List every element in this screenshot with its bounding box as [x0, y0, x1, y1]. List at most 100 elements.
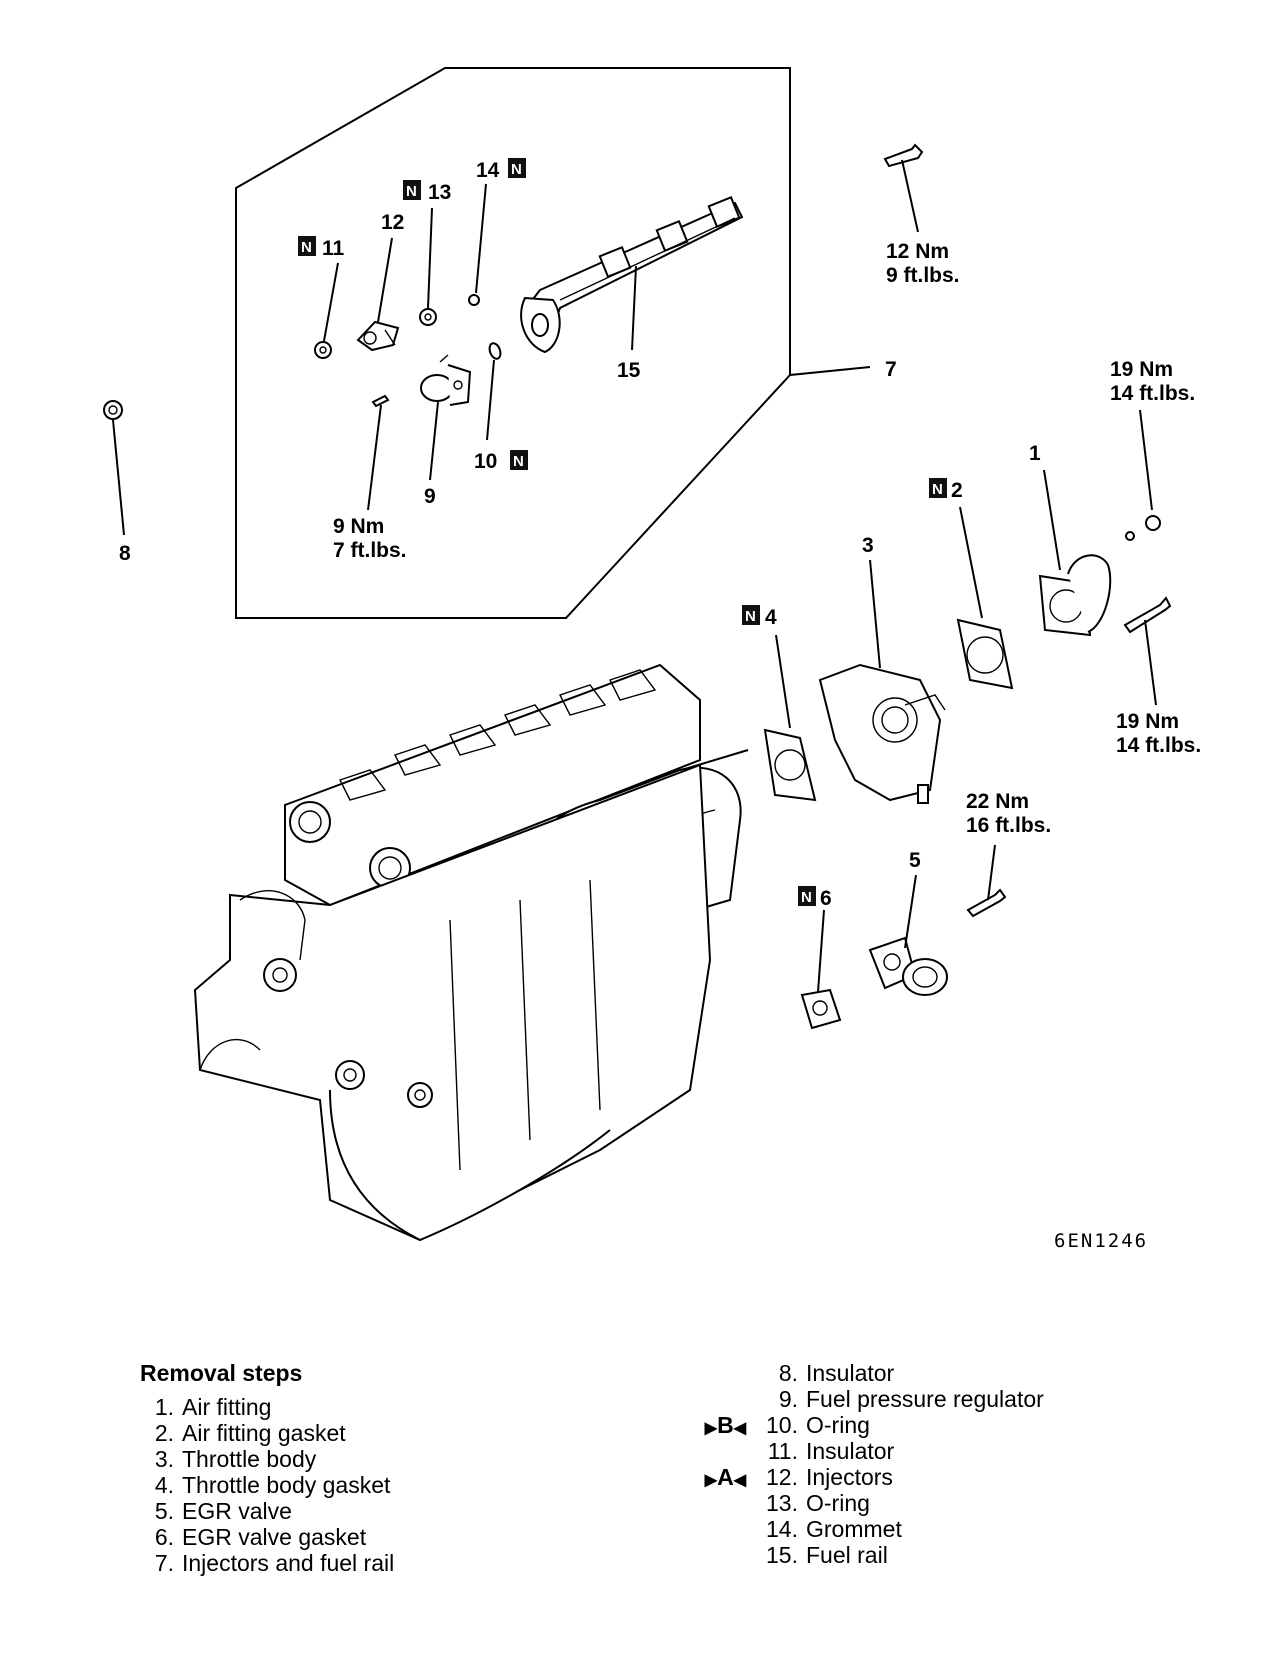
step-number: 10. [766, 1412, 798, 1438]
grommet-drawing [468, 294, 480, 306]
list-item: 13. O-ring [750, 1490, 1210, 1516]
step-text: EGR valve gasket [182, 1524, 367, 1550]
step-text: O-ring [806, 1412, 870, 1438]
list-item: 11.Insulator [750, 1438, 1210, 1464]
list-item: 1. Air fitting [140, 1394, 620, 1420]
list-item: 5.EGR valve [140, 1498, 620, 1524]
n-mark-10: N [510, 450, 528, 470]
list-item: 3.Throttle body [140, 1446, 620, 1472]
torque-19nm-lower: 19 Nm [1116, 710, 1179, 733]
leader-19nm-lower [1144, 619, 1157, 706]
callout-2: 2 [951, 479, 963, 502]
right-triangle-icon: ▶ [704, 1420, 718, 1437]
callout-15: 15 [617, 359, 641, 382]
step-text: O-ring [806, 1490, 870, 1516]
list-item: 6. EGR valve gasket [140, 1524, 620, 1550]
list-item: 2.Air fitting gasket [140, 1420, 620, 1446]
leader-10 [486, 359, 495, 441]
o-ring-10-drawing [488, 342, 502, 360]
callout-8: 8 [119, 542, 131, 565]
step-number: 4. [154, 1472, 174, 1498]
step-text: Fuel rail [806, 1542, 888, 1568]
torque-12nm: 12 Nm [886, 240, 949, 263]
svg-text:N: N [511, 161, 522, 178]
leader-2 [959, 506, 983, 619]
n-mark-11: N [298, 236, 316, 256]
svg-text:N: N [932, 481, 943, 498]
leader-13 [427, 207, 433, 309]
callout-3: 3 [862, 534, 874, 557]
step-number: 6. [154, 1524, 174, 1550]
callout-13: 13 [428, 181, 451, 204]
step-text: Throttle body gasket [182, 1472, 391, 1498]
injector-drawing [356, 320, 400, 352]
callout-6: 6 [820, 887, 832, 910]
list-item: 7.Injectors and fuel rail [140, 1550, 620, 1576]
removal-steps-column-left: Removal steps 1. Air fitting 2.Air fittin… [140, 1360, 620, 1576]
list-item: ▶B◀ 10. O-ring [705, 1412, 1210, 1438]
leader-14 [475, 183, 487, 294]
step-number: 13. [766, 1490, 798, 1516]
torque-14ftlbs-upper: 14 ft.lbs. [1110, 382, 1195, 405]
n-mark-2: N [929, 478, 947, 498]
right-triangle-icon: ▶ [704, 1472, 718, 1489]
torque-22nm: 22 Nm [966, 790, 1029, 813]
egr-valve-drawing [868, 936, 948, 996]
leader-1 [1043, 469, 1061, 571]
step-number: 1. [154, 1394, 174, 1420]
torque-16ftlbs: 16 ft.lbs. [966, 814, 1051, 837]
leader-9 [429, 401, 439, 481]
service-mark-b: ▶B◀ [704, 1412, 746, 1438]
step-text: Throttle body [182, 1446, 317, 1472]
leader-12 [377, 237, 393, 323]
service-mark-a: ▶A◀ [704, 1464, 746, 1490]
air-fitting-gasket-drawing [956, 618, 1014, 690]
egr-valve-gasket-drawing [800, 988, 842, 1030]
removal-steps-heading: Removal steps [140, 1360, 303, 1386]
list-item: ▶A◀12.Injectors [705, 1464, 1210, 1490]
regulator-bolt-drawing [371, 394, 390, 408]
step-text: Injectors [806, 1464, 893, 1490]
leader-5 [904, 874, 917, 949]
leader-19nm-upper [1139, 409, 1153, 511]
svg-text:N: N [406, 183, 417, 200]
step-text: Injectors and fuel rail [182, 1550, 395, 1576]
nut-19nm-drawing [1145, 515, 1161, 531]
callout-11: 11 [322, 237, 345, 260]
n-mark-13: N [403, 180, 421, 200]
leader-8 [112, 419, 125, 536]
leader-6 [817, 909, 825, 993]
fuel-rail-drawing [520, 196, 744, 354]
callout-7: 7 [885, 358, 897, 381]
step-text: Air fitting [182, 1394, 272, 1420]
step-text: Air fitting gasket [182, 1420, 346, 1446]
step-text: Fuel pressure regulator [806, 1386, 1044, 1412]
step-number: 15. [766, 1542, 798, 1568]
callout-12: 12 [381, 211, 404, 234]
leader-4 [775, 634, 791, 729]
svg-text:N: N [745, 608, 756, 625]
fuel-rail-bolt-drawing [883, 143, 924, 168]
callout-9: 9 [424, 485, 436, 508]
callout-14: 14 [476, 159, 500, 182]
air-fitting-bolt-drawing [1123, 596, 1172, 634]
step-number: 5. [154, 1498, 174, 1524]
leader-3 [869, 559, 881, 669]
egr-bolt-drawing [966, 888, 1007, 918]
svg-text:N: N [801, 889, 812, 906]
figure-code: 6EN1246 [1054, 1230, 1148, 1252]
svg-text:N: N [301, 239, 312, 256]
callout-4: 4 [765, 606, 777, 629]
list-item: 9.Fuel pressure regulator [750, 1386, 1210, 1412]
removal-steps-list: Removal steps 1. Air fitting 2.Air fittin… [140, 1360, 1200, 1620]
torque-9ftlbs: 9 ft.lbs. [886, 264, 960, 287]
callout-5: 5 [909, 849, 921, 872]
callout-1: 1 [1029, 442, 1041, 465]
step-text: Grommet [806, 1516, 902, 1542]
n-mark-14: N [508, 158, 526, 178]
leader-12nm [901, 159, 919, 233]
insulator-11-drawing [314, 341, 332, 359]
torque-14ftlbs-lower: 14 ft.lbs. [1116, 734, 1201, 757]
leader-7 [789, 366, 871, 376]
step-number: 11. [767, 1438, 798, 1464]
